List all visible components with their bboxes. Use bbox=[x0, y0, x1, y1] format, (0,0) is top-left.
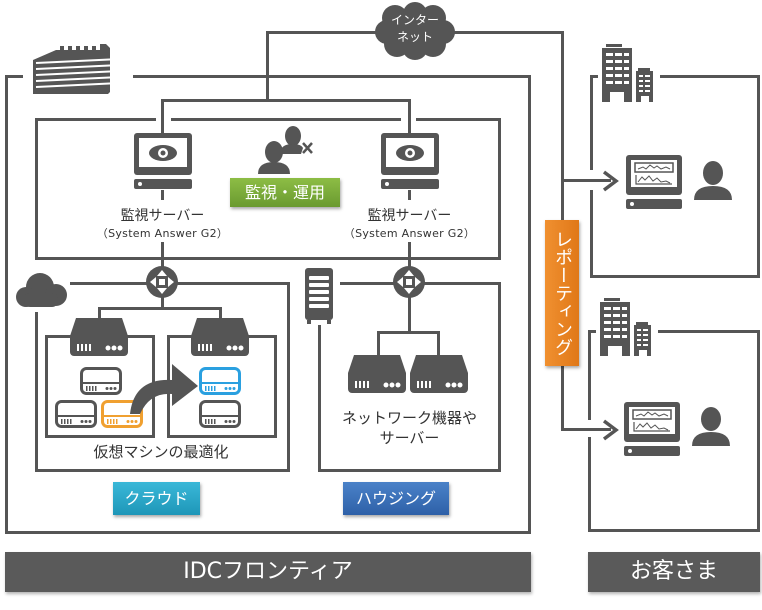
monitor-server-2-label: 監視サーバー （System Answer G2） bbox=[343, 208, 476, 240]
customer2-top bbox=[588, 330, 596, 333]
cloud-box-top bbox=[70, 282, 290, 285]
vm-icon bbox=[55, 400, 97, 428]
idc-frame-bottom bbox=[5, 531, 531, 534]
customer-user-icon bbox=[692, 407, 730, 446]
internet-line-left bbox=[266, 31, 380, 34]
monitor-server-1-label: 監視サーバー （System Answer G2） bbox=[96, 208, 229, 240]
report-monitor-icon bbox=[626, 155, 682, 209]
monitor-box-right bbox=[498, 118, 501, 260]
reporting-arrow-line-1 bbox=[561, 179, 611, 182]
customer1-bottom bbox=[590, 275, 760, 278]
customer1-left-a bbox=[590, 75, 593, 170]
cloud-badge: クラウド bbox=[113, 482, 200, 515]
idc-frame-right bbox=[528, 75, 531, 534]
housing-branch-r bbox=[437, 331, 440, 357]
monitor-bus-right-drop bbox=[408, 99, 411, 135]
housing-box-bottom bbox=[318, 469, 501, 472]
cloud-box-bottom bbox=[35, 469, 290, 472]
ops-badge: 監視・運用 bbox=[230, 178, 340, 207]
server1-to-router-2 bbox=[161, 242, 164, 268]
customer1-right bbox=[757, 75, 760, 278]
internet-label: インター ネット bbox=[390, 13, 439, 44]
office-building-icon bbox=[602, 44, 653, 102]
cloud-router-icon bbox=[146, 266, 178, 298]
customer2-right bbox=[757, 330, 760, 532]
idc-title-bar: IDCフロンティア bbox=[5, 552, 531, 592]
cloud-caption: 仮想マシンの最適化 bbox=[93, 443, 229, 461]
server-rack-icon bbox=[305, 268, 333, 324]
internet-line-down bbox=[266, 31, 269, 101]
monitor-box-top-m bbox=[171, 118, 401, 121]
server2-to-router bbox=[408, 190, 411, 200]
monitor-server-icon bbox=[381, 133, 439, 189]
housing-router-icon bbox=[393, 266, 425, 298]
vm-migrated-icon bbox=[199, 367, 241, 395]
housing-box-left bbox=[318, 325, 321, 472]
cloud-router-down bbox=[161, 296, 164, 309]
monitor-box-top-r bbox=[416, 118, 501, 121]
customer-title-bar: お客さま bbox=[588, 552, 760, 592]
cloud-branch bbox=[98, 307, 222, 310]
monitor-box-bottom bbox=[35, 257, 501, 260]
customer2-left-a bbox=[588, 330, 591, 420]
customer-user-icon bbox=[694, 161, 732, 200]
monitor-server-icon bbox=[134, 133, 192, 189]
operators-icon bbox=[258, 126, 313, 174]
monitor-bus bbox=[161, 99, 411, 102]
arrowhead-icon bbox=[602, 170, 619, 192]
idc-frame-left bbox=[5, 75, 8, 534]
customer2-bottom bbox=[588, 529, 760, 532]
idc-frame-top-right bbox=[133, 75, 531, 78]
internet-line-right bbox=[452, 31, 564, 34]
server2-to-router-2 bbox=[408, 242, 411, 268]
network-device-icon bbox=[410, 355, 468, 393]
cloud-icon bbox=[16, 273, 67, 307]
arrowhead-icon bbox=[602, 419, 619, 441]
internet-cloud-icon bbox=[375, 2, 455, 60]
housing-badge: ハウジング bbox=[343, 482, 449, 515]
reporting-arrow-line-2 bbox=[561, 428, 611, 431]
physical-server-icon bbox=[70, 318, 128, 356]
customer1-top bbox=[590, 75, 598, 78]
customer1-left-b bbox=[590, 190, 593, 278]
monitor-box-left bbox=[35, 118, 38, 260]
customer2-top-r bbox=[658, 330, 760, 333]
cloud-branch-l bbox=[98, 307, 101, 319]
report-monitor-icon bbox=[624, 402, 680, 456]
customer1-top-r bbox=[660, 75, 760, 78]
housing-branch-l bbox=[377, 331, 380, 357]
customer2-left-b bbox=[588, 437, 591, 532]
migration-arrow-icon bbox=[130, 364, 198, 414]
vm-icon bbox=[199, 400, 241, 428]
cloud-branch-r bbox=[219, 307, 222, 319]
monitor-bus-left-drop bbox=[161, 99, 164, 135]
reporting-badge: レポーティング bbox=[545, 220, 579, 366]
housing-caption: ネットワーク機器や サーバー bbox=[341, 409, 477, 447]
server1-to-router bbox=[161, 190, 164, 200]
cloud-box-right bbox=[287, 282, 290, 472]
idc-frame-top-left bbox=[5, 75, 23, 78]
network-device-icon bbox=[348, 355, 406, 393]
office-building-icon bbox=[600, 298, 651, 356]
vm-icon bbox=[80, 367, 122, 395]
datacenter-building-icon bbox=[33, 44, 121, 94]
monitor-box-top-l bbox=[35, 118, 156, 121]
housing-box-right bbox=[498, 282, 501, 472]
cloud-box-left bbox=[35, 312, 38, 472]
physical-server-icon bbox=[191, 318, 249, 356]
housing-branch bbox=[377, 331, 440, 334]
housing-router-down bbox=[408, 296, 411, 334]
